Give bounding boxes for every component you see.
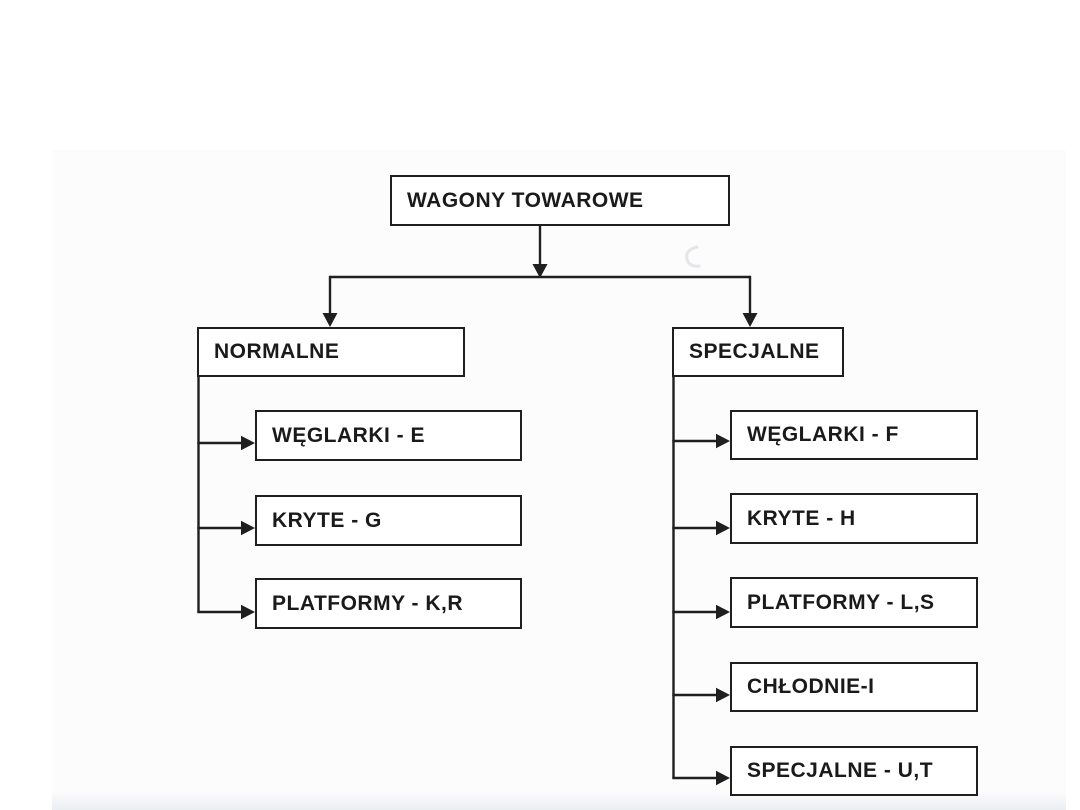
arrowhead-right-icon — [716, 604, 730, 620]
node-label: PLATFORMY - K,R — [272, 591, 464, 615]
scan-artifact — [685, 245, 701, 268]
node-chlodnie-i: CHŁODNIE-I — [730, 662, 978, 712]
node-label: NORMALNE — [214, 340, 340, 363]
node-kryte-h: KRYTE - H — [730, 493, 978, 544]
node-label: CHŁODNIE-I — [747, 675, 875, 698]
node-label: WAGONY TOWAROWE — [407, 188, 644, 212]
arrowhead-down-icon — [742, 313, 758, 327]
arrowhead-down-icon — [532, 264, 548, 278]
node-wagony-towarowe: WAGONY TOWAROWE — [390, 175, 730, 226]
arrowhead-icons — [241, 264, 758, 786]
scan-bottom-shadow — [52, 792, 1066, 810]
node-platformy-kr: PLATFORMY - K,R — [255, 578, 522, 629]
arrowhead-right-icon — [241, 604, 255, 620]
arrowhead-right-icon — [716, 687, 730, 703]
arrowhead-right-icon — [716, 520, 730, 536]
node-label: WĘGLARKI - E — [272, 423, 425, 447]
arrowhead-right-icon — [716, 770, 730, 786]
node-weglarki-e: WĘGLARKI - E — [255, 410, 522, 461]
node-specjalne-ut: SPECJALNE - U,T — [730, 746, 978, 796]
arrowhead-down-icon — [322, 313, 338, 327]
node-label: WĘGLARKI - F — [747, 423, 899, 446]
node-normalne: NORMALNE — [197, 327, 465, 377]
arrowhead-right-icon — [241, 435, 255, 451]
arrowhead-right-icon — [716, 433, 730, 449]
node-label: SPECJALNE - U,T — [747, 759, 934, 782]
node-label: KRYTE - H — [747, 506, 856, 530]
arrowhead-right-icon — [241, 520, 255, 536]
node-label: KRYTE - G — [272, 508, 382, 532]
node-weglarki-f: WĘGLARKI - F — [730, 410, 978, 460]
node-platformy-ls: PLATFORMY - L,S — [730, 577, 978, 628]
node-label: SPECJALNE — [689, 340, 820, 363]
node-label: PLATFORMY - L,S — [747, 590, 935, 614]
node-specjalne: SPECJALNE — [672, 327, 844, 377]
node-kryte-g: KRYTE - G — [255, 495, 522, 546]
